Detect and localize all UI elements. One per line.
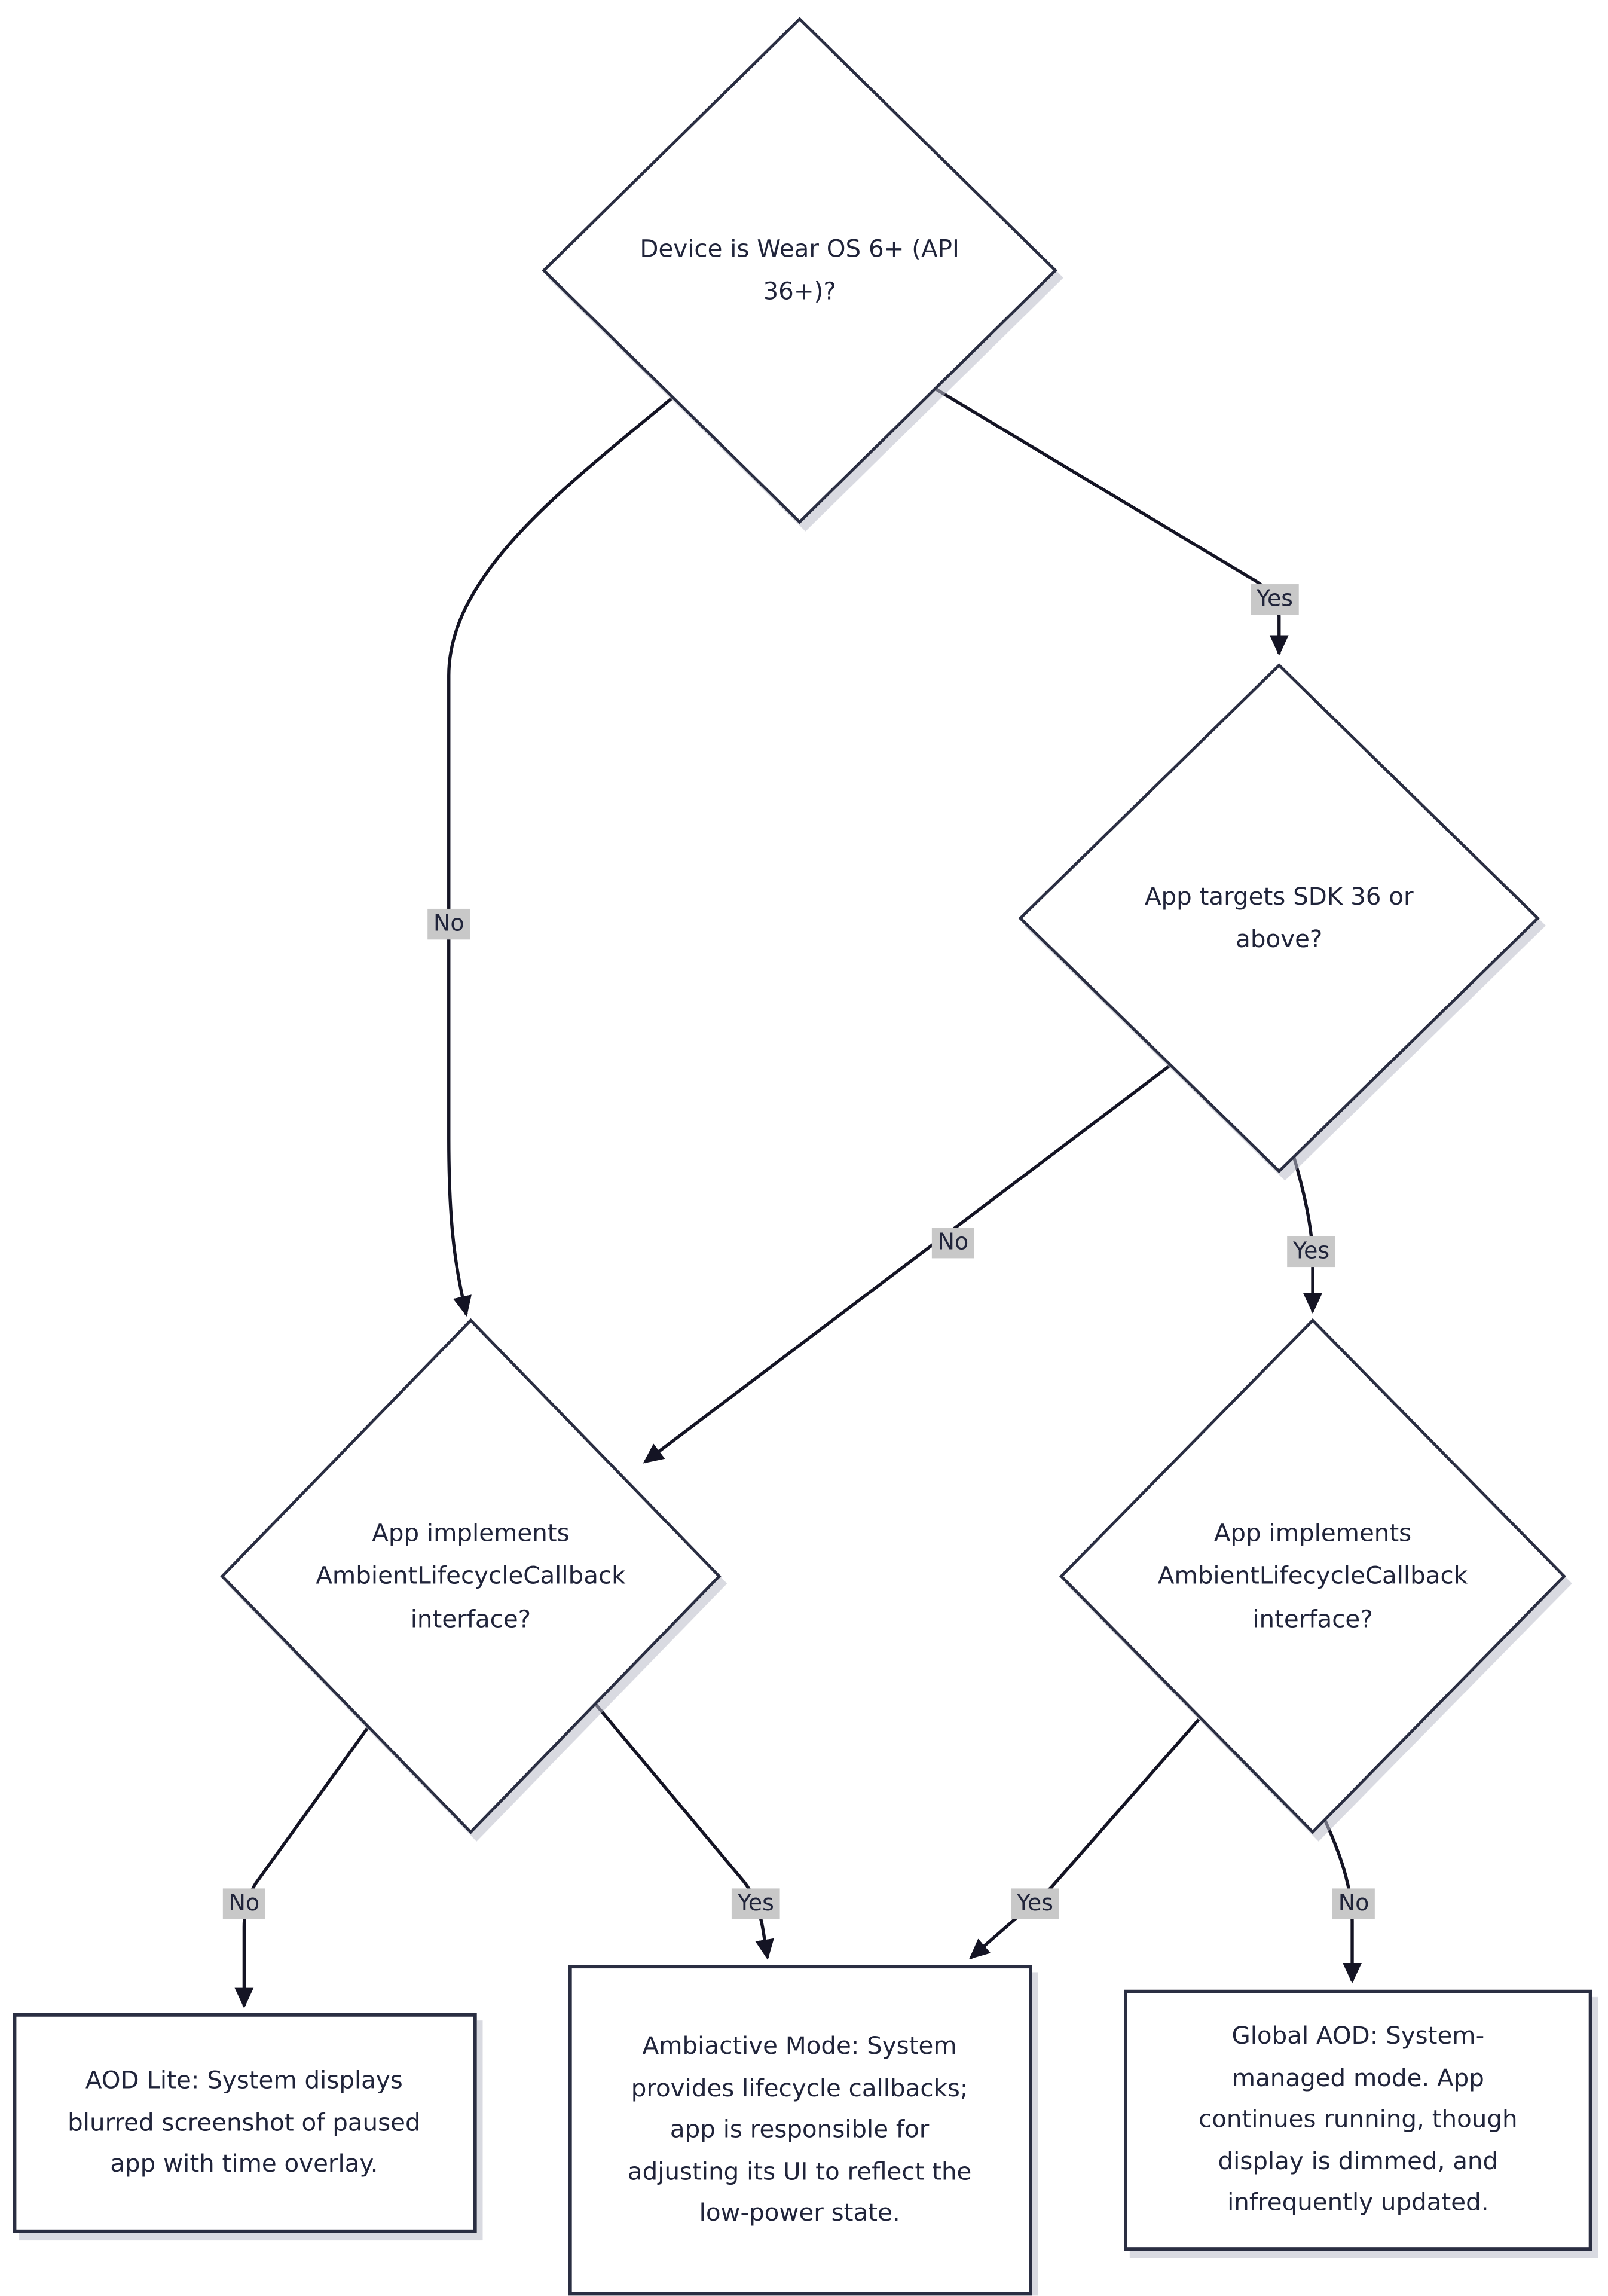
edge-wearos-yes-to-sdk36 [934, 387, 1289, 656]
decision-sdk36-label: App targets SDK 36 or above? [1144, 883, 1414, 954]
edge-label-wearos-yes: Yes [1251, 584, 1299, 615]
edge-label-wearos-no: No [427, 908, 470, 940]
decision-diamond-callback-left [220, 1318, 722, 1834]
outcome-aod-lite-label: AOD Lite: System displays blurred screen… [68, 2066, 421, 2178]
edge-callback-left-yes-to-ambiactive [594, 1702, 774, 1961]
edge-sdk36-yes-to-callback-right [1292, 1156, 1322, 1314]
decision-diamond-callback-right [1059, 1318, 1567, 1834]
edge-label-sdk36-no: No [931, 1228, 974, 1259]
edge-label-callback-left-yes: Yes [731, 1888, 780, 1919]
outcome-ambiactive-label: Ambiactive Mode: System provides lifecyc… [627, 2032, 972, 2227]
outcome-box-aod-lite [13, 2013, 477, 2233]
edge-callback-left-no-to-aod-lite [234, 1726, 370, 2008]
edge-callback-right-yes-to-ambiactive [969, 1718, 1200, 1959]
decision-diamond-wear-os [542, 17, 1058, 524]
edge-label-sdk36-yes: Yes [1287, 1236, 1335, 1267]
edge-sdk36-no-to-callback-left [643, 1064, 1170, 1464]
edge-label-callback-left-no: No [222, 1888, 265, 1919]
edge-wearos-no-to-callback-left [447, 396, 674, 1317]
decision-callback-left-label: App implements AmbientLifecycleCallback … [316, 1519, 626, 1633]
decision-diamond-sdk36 [1018, 663, 1540, 1174]
edge-label-callback-right-no: No [1332, 1888, 1375, 1919]
outcome-box-ambiactive [568, 1965, 1032, 2296]
outcome-global-aod-label: Global AOD: System-managed mode. App con… [1199, 2022, 1518, 2216]
outcome-box-global-aod [1124, 1989, 1592, 2251]
edge-label-callback-right-yes: Yes [1010, 1888, 1059, 1919]
decision-wear-os-label: Device is Wear OS 6+ (API 36+)? [640, 234, 959, 306]
decision-callback-right-label: App implements AmbientLifecycleCallback … [1157, 1519, 1468, 1633]
